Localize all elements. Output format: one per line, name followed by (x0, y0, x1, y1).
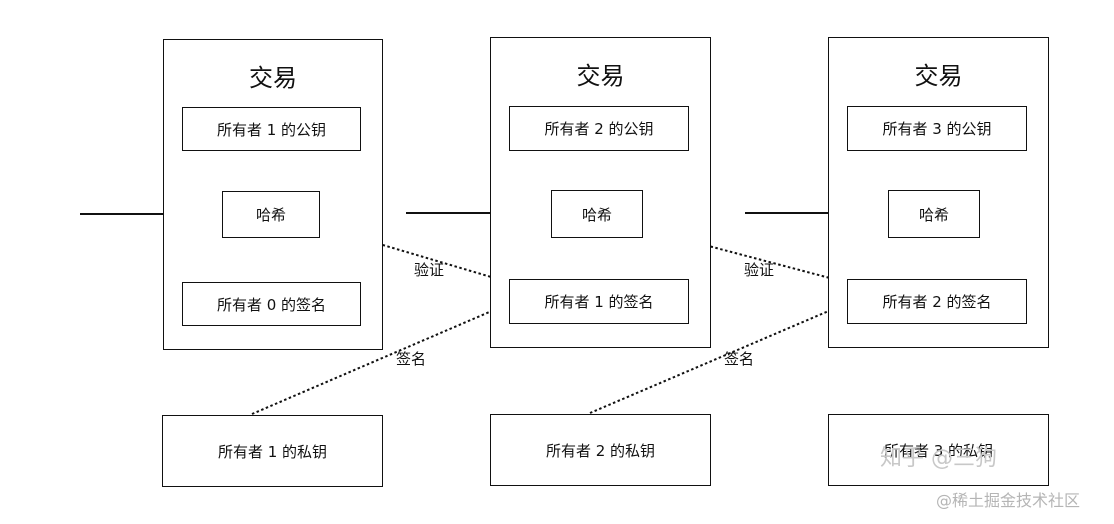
signature-box: 所有者 0 的签名 (182, 282, 361, 326)
hash-box: 哈希 (888, 190, 980, 238)
owner-public-key-box: 所有者 1 的公钥 (182, 107, 361, 151)
hash-box: 哈希 (222, 191, 320, 238)
transaction-title: 交易 (914, 62, 963, 90)
sign-arrow-1 (251, 302, 510, 415)
owner-public-key-box: 所有者 3 的公钥 (847, 106, 1027, 151)
verify-label: 验证 (744, 261, 775, 279)
owner-private-key-box: 所有者 1 的私钥 (162, 415, 383, 487)
zhihu-watermark: 知乎 @三狗 (880, 446, 997, 471)
transaction-title: 交易 (249, 64, 297, 92)
owner-private-key-box: 所有者 3 的私钥 (828, 414, 1049, 486)
sign-arrow-2 (589, 302, 847, 414)
sign-label: 签名 (724, 350, 755, 368)
hash-box: 哈希 (551, 190, 643, 238)
signature-box: 所有者 1 的签名 (509, 279, 689, 324)
verify-label: 验证 (414, 261, 445, 279)
owner-private-key-box: 所有者 2 的私钥 (490, 414, 711, 486)
transaction-title: 交易 (576, 62, 625, 90)
owner-public-key-box: 所有者 2 的公钥 (509, 106, 689, 151)
signature-box: 所有者 2 的签名 (847, 279, 1027, 324)
sign-label: 签名 (396, 350, 427, 368)
juejin-watermark: @稀土掘金技术社区 (936, 491, 1081, 510)
